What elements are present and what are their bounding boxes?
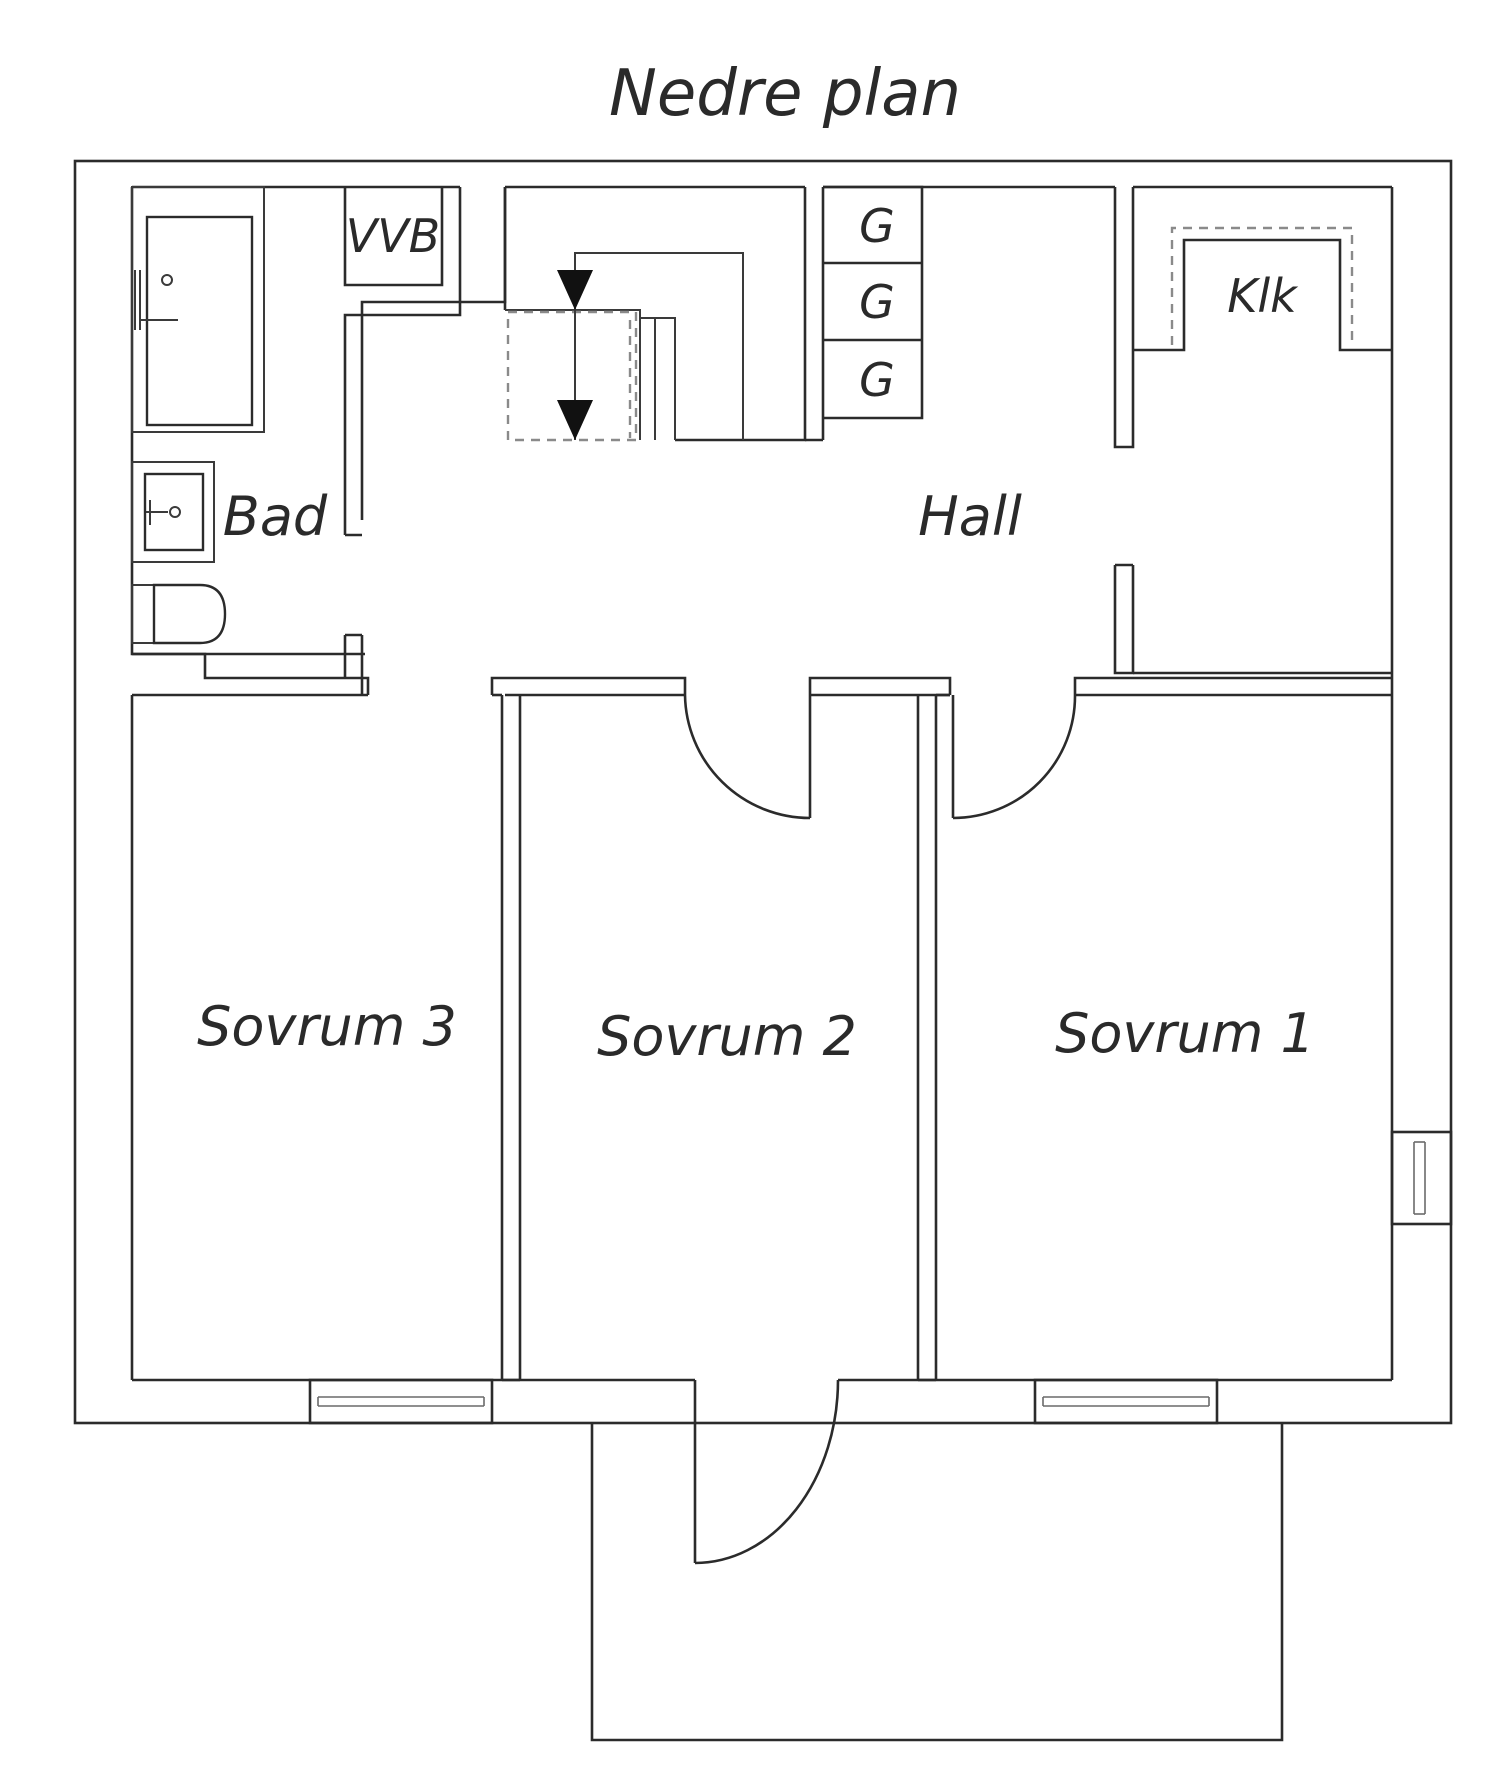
window-icon — [1390, 1130, 1453, 1226]
room-label-bad: Bad — [223, 485, 328, 548]
window-icon — [1033, 1378, 1219, 1425]
outer-walls — [73, 159, 1453, 1425]
wardrobe-label: G — [859, 199, 895, 253]
toilet-icon — [131, 583, 227, 645]
room-label-klk: Klk — [1227, 269, 1299, 323]
room-label-sovrum-2: Sovrum 2 — [597, 1005, 857, 1068]
room-label-sovrum-1: Sovrum 1 — [1055, 1002, 1315, 1065]
window-icon — [308, 1378, 494, 1425]
room-label-vvb: VVB — [346, 209, 441, 263]
wardrobe-label: G — [859, 275, 895, 329]
plan-title: Nedre plan — [609, 57, 961, 131]
room-label-hall: Hall — [918, 485, 1022, 548]
sink-icon — [131, 461, 215, 563]
klk-closet: Klk — [1113, 187, 1392, 675]
stair-arrow-icon — [557, 400, 593, 440]
door-swing-icon — [693, 1379, 840, 1565]
bathtub-icon — [131, 186, 265, 433]
stair-arrow-icon — [557, 270, 593, 310]
door-swing-icon — [683, 694, 812, 820]
wardrobes: G G G — [823, 185, 924, 420]
terrace — [590, 1423, 1284, 1742]
bathroom: VVB Bad — [131, 186, 507, 695]
door-swing-icon — [951, 694, 1077, 820]
staircase — [503, 187, 825, 442]
wardrobe-label: G — [859, 353, 895, 407]
bedroom-walls — [132, 676, 1392, 1382]
room-label-sovrum-3: Sovrum 3 — [197, 995, 457, 1058]
